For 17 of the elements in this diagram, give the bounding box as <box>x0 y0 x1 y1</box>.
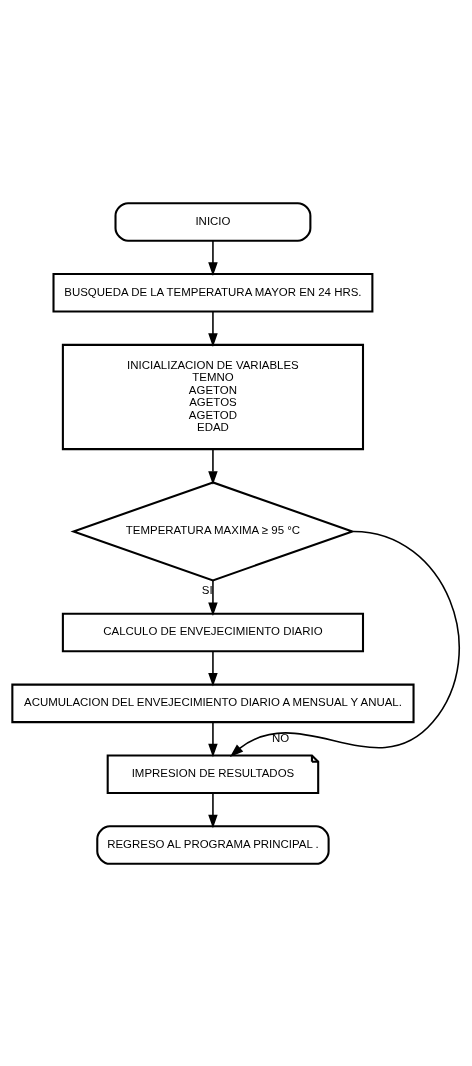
node-box: CALCULO DE ENVEJECIMIENTO DIARIO <box>61 612 365 652</box>
node-box: INICIALIZACION DE VARIABLES TEMNO AGETON AGETOS AGETOD EDAD <box>61 343 365 450</box>
arrow <box>229 530 460 757</box>
arrow <box>208 721 218 757</box>
arrow <box>208 239 218 276</box>
node-box: REGRESO AL PROGRAMA PRINCIPAL . <box>96 824 330 865</box>
arrow <box>208 310 218 347</box>
node-box: ACUMULACION DEL ENVEJECIMIENTO DIARIO A MENSUAL Y ANUAL. <box>11 683 415 723</box>
arrow <box>208 579 218 616</box>
node-box: BUSQUEDA DE LA TEMPERATURA MAYOR EN 24 HRS. <box>52 272 374 313</box>
edge-label: NO <box>272 731 290 744</box>
arrow <box>208 447 218 485</box>
edge-label: SI <box>201 583 213 596</box>
arrow <box>208 792 218 828</box>
node-box: INICIO <box>114 201 312 242</box>
node-diamond: TEMPERATURA MAXIMA ≥ 95 °C <box>70 480 356 581</box>
arrow <box>208 650 218 686</box>
